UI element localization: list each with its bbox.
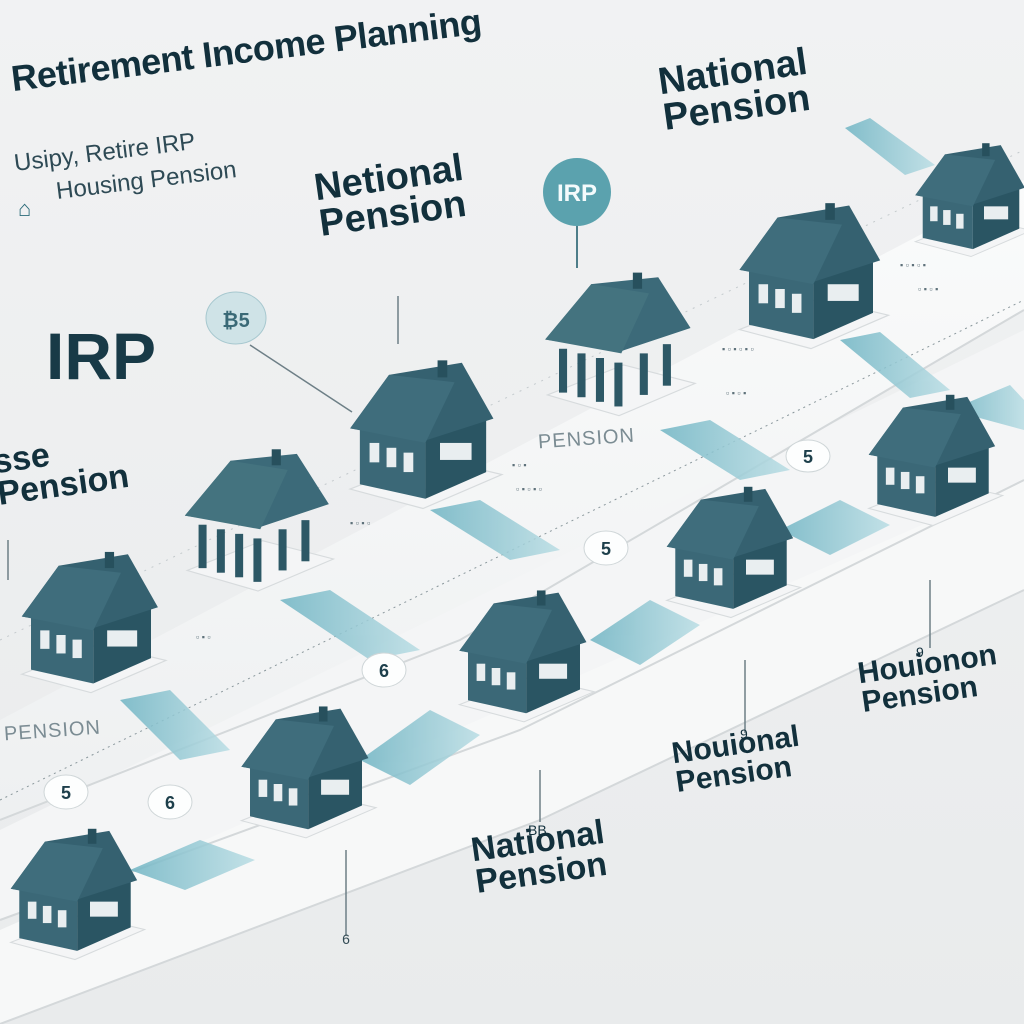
coin-icon: 5 (43, 774, 89, 810)
svg-text:▪ ▫ ▪ ▫: ▪ ▫ ▪ ▫ (350, 518, 370, 528)
svg-text:▫ ▪ ▫ ▪: ▫ ▪ ▫ ▪ (726, 388, 746, 398)
teal-path (120, 118, 1024, 890)
coin-icon: 5 (583, 530, 629, 566)
coin-icon: 6 (361, 652, 407, 688)
svg-text:6: 6 (165, 793, 175, 813)
pin-marker: 6 (342, 931, 350, 947)
svg-text:5: 5 (61, 783, 71, 803)
coin-icon: 5 (785, 439, 831, 473)
coin-icon: ₿5 (205, 291, 267, 345)
svg-text:▫ ▪ ▫ ▪ ▫: ▫ ▪ ▫ ▪ ▫ (516, 484, 542, 494)
coin-icon: 6 (147, 784, 193, 820)
coins: ₿5 5 5 6 5 6 (43, 291, 831, 820)
pension-label: sse Pension (0, 435, 132, 514)
svg-text:5: 5 (803, 447, 813, 467)
svg-text:₿5: ₿5 (222, 310, 249, 332)
decorative-scribbles: ▪ ▫ ▪ ▫ ▪ ▫ ▪ ▫ ▪ ▪ ▫ ▪ ▫ ▪ ▫ ▫ ▪ ▫ ▪ ▪ ▫ … (196, 260, 938, 642)
svg-text:▫ ▪ ▫: ▫ ▪ ▫ (196, 632, 211, 642)
svg-text:IRP: IRP (557, 180, 597, 207)
svg-text:▫ ▪ ▫ ▪: ▫ ▪ ▫ ▪ (918, 284, 938, 294)
pin-number: ΒΒ (528, 822, 547, 838)
pin-number: 9 (916, 644, 924, 660)
housing-icon: ⌂ (18, 196, 32, 221)
irp-label: IRP (46, 319, 157, 393)
house-icon (914, 142, 1024, 258)
svg-text:5: 5 (601, 539, 611, 559)
svg-text:6: 6 (379, 661, 389, 681)
svg-text:▪ ▫ ▪ ▫ ▪: ▪ ▫ ▪ ▫ ▪ (900, 260, 926, 270)
map-pin-balloon-icon: IRP (543, 158, 611, 268)
svg-text:▪ ▫ ▪ ▫ ▪ ▫: ▪ ▫ ▪ ▫ ▪ ▫ (722, 344, 754, 354)
pin-number: 9 (740, 726, 748, 742)
svg-text:▪ ▫ ▪: ▪ ▫ ▪ (512, 460, 527, 470)
leader-lines (7, 296, 931, 936)
